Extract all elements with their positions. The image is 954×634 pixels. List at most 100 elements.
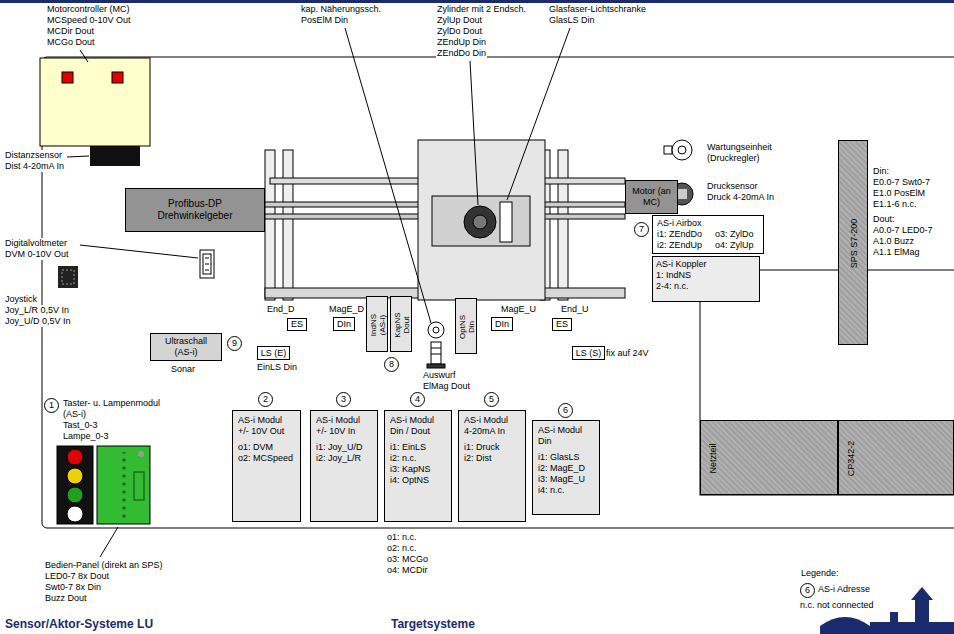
- box-text: i1: Joy_U/D: [316, 442, 363, 453]
- legend-text: AS-i Adresse: [818, 584, 870, 594]
- box-heading: ES: [291, 319, 303, 330]
- signal-label: Motorcontroller (MC): [46, 4, 131, 15]
- logo: [820, 617, 870, 634]
- box-heading: OptNS Din: [458, 311, 476, 343]
- signal-label: o2: n.c.: [386, 543, 418, 554]
- communication-processor-box: CP342-2: [838, 420, 954, 495]
- coupler-box: AS-i Koppler1: IndNS2-4: n.c.: [652, 256, 760, 302]
- callout-number: 5: [484, 392, 499, 407]
- callout-number: 6: [800, 583, 815, 598]
- signal-label: End_U: [560, 304, 590, 315]
- box-heading: DIn: [337, 319, 351, 330]
- box-text: i3: KapNS: [390, 464, 431, 475]
- signal-label: MagE_D: [328, 304, 365, 315]
- box-heading: AS-i Modul +/- 10V Out: [238, 415, 292, 437]
- signal-label: Wartungseinheit: [706, 142, 773, 153]
- vertical-text-holder: SPS S7-200: [849, 149, 860, 339]
- right-panel: [700, 270, 954, 495]
- signal-label: (AS-i): [62, 409, 87, 420]
- signal-label: LED0-7 8x Dout: [44, 571, 110, 582]
- plc-box: SPS S7-200: [838, 140, 868, 345]
- box-text: i4: n.c.: [538, 485, 565, 496]
- pressure-regulator-symbol: [672, 140, 692, 160]
- ejector-magnet-symbol: [431, 348, 441, 349]
- asi-module-box: AS-i Modul 4-20mA Ini1: Drucki2: Dist: [458, 410, 526, 522]
- box-heading: AS-i Modul Din: [538, 425, 592, 447]
- joystick-symbol: [58, 266, 78, 288]
- signal-label: o1: n.c.: [386, 532, 418, 543]
- vertical-text-holder: Netzteil: [708, 424, 719, 494]
- end-switch-box: ES: [287, 318, 307, 331]
- box-heading: CP342-2: [846, 424, 857, 494]
- lamp-module-symbol: [67, 468, 83, 484]
- pressure-regulator-symbol: [678, 146, 686, 154]
- signal-label: o3: MCGo: [386, 554, 429, 565]
- leader-line: [80, 245, 198, 258]
- callout-number: 9: [227, 336, 242, 351]
- capacitive-sensor-symbol: [428, 322, 444, 338]
- cylinder-carriage: [432, 196, 530, 246]
- leader-line: [345, 28, 431, 323]
- box-heading: AS-i Modul +/- 10V In: [316, 415, 370, 437]
- signal-label: Buzz Dout: [44, 593, 88, 604]
- distance-sensor-symbol: [90, 146, 140, 166]
- legend-entry: n.c. not connected: [800, 600, 874, 611]
- signal-label: E1.0 PosElM: [872, 188, 926, 199]
- box-heading: Ultraschall (AS-i): [157, 336, 215, 358]
- sensor-box: OptNS Din: [455, 298, 477, 354]
- voltmeter-symbol: [205, 258, 209, 259]
- operator-panel-board: [119, 452, 129, 520]
- signal-label: Bedien-Panel (direkt an SPS): [44, 560, 164, 571]
- signal-label: ElMag Dout: [422, 381, 471, 392]
- signal-label: ZEndDo Din: [436, 48, 487, 59]
- box-heading: Motor (an MC): [630, 186, 674, 208]
- input-box: DIn: [491, 317, 513, 331]
- ultrasonic-box: Ultraschall (AS-i): [150, 333, 222, 361]
- motorcontroller-symbol: [40, 58, 150, 146]
- box-text: i2: ZEndUp: [657, 240, 702, 251]
- encoder-box: Profibus-DP Drehwinkelgeber: [125, 188, 265, 232]
- vertical-text-holder: IndNS (AS-i): [369, 309, 387, 341]
- operator-panel-board: [134, 472, 144, 500]
- callout-number: 1: [44, 398, 59, 413]
- base-plate: [42, 57, 954, 528]
- axis-frame: [283, 150, 293, 300]
- box-heading: ES: [556, 319, 568, 330]
- ejector-magnet-symbol: [427, 364, 445, 368]
- capacitive-sensor-symbol: [433, 327, 439, 333]
- box-text: o3: ZylDo: [715, 229, 754, 240]
- callout-number: 3: [336, 392, 351, 407]
- box-heading: AS-i Airbox: [657, 218, 702, 229]
- cylinder-carriage: [473, 215, 487, 229]
- motor-box: Motor (an MC): [625, 180, 678, 214]
- footer-text: Sensor/Aktor-Systeme LU: [4, 617, 154, 631]
- signal-label: E0.0-7 Swt0-7: [872, 177, 931, 188]
- signal-label: Taster- u. Lampenmodul: [62, 398, 161, 409]
- base-plate: [42, 57, 954, 528]
- motorcontroller-symbol: [112, 72, 123, 83]
- box-text: i3: MagE_U: [538, 474, 585, 485]
- joystick-symbol: [62, 270, 74, 284]
- distance-sensor-symbol: [90, 146, 140, 166]
- ejector-magnet-symbol: [431, 354, 441, 355]
- signal-label: fix auf 24V: [605, 348, 650, 359]
- top-bar: [0, 0, 954, 3]
- logo: [911, 587, 933, 600]
- light-barrier-box: LS (S): [572, 346, 605, 360]
- signal-label: Joy_U/D 0,5V In: [4, 316, 72, 327]
- cylinder-carriage: [464, 206, 496, 238]
- signal-label: Tast_0-3: [62, 420, 99, 431]
- box-text: o2: MCSpeed: [238, 453, 293, 464]
- axis-frame: [265, 150, 275, 300]
- input-box: DIn: [333, 317, 355, 331]
- signal-label: A1.1 ElMag: [872, 247, 921, 258]
- operator-panel-board: [138, 451, 144, 457]
- signal-label: Joystick: [4, 294, 38, 305]
- end-switch-box: ES: [552, 318, 572, 331]
- lamp-module-symbol: [67, 506, 83, 522]
- cylinder-carriage: [418, 140, 545, 300]
- pressure-regulator-symbol: [664, 140, 692, 160]
- box-heading: SPS S7-200: [849, 149, 860, 339]
- signal-label: Legende:: [800, 568, 840, 579]
- signal-label: Sonar: [170, 364, 196, 375]
